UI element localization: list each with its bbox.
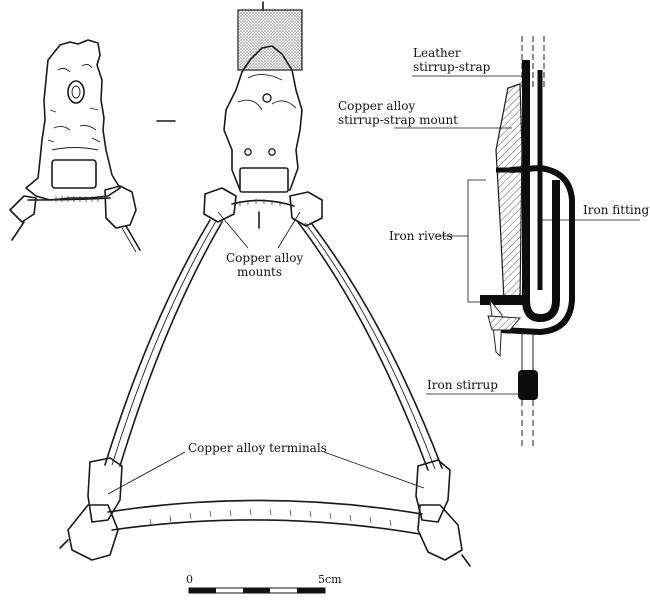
right-copper-mount bbox=[289, 191, 323, 227]
leader-lines bbox=[107, 75, 640, 495]
label-copper-mounts-2: mounts bbox=[237, 265, 282, 279]
labels: Leather stirrup-strap Copper alloy stirr… bbox=[188, 46, 649, 455]
label-copper-mounts-1: Copper alloy bbox=[226, 251, 303, 265]
label-leather-2: stirrup-strap bbox=[413, 60, 491, 74]
strap-mount bbox=[223, 45, 303, 191]
label-iron-rivets: Iron rivets bbox=[389, 229, 453, 243]
label-leather-1: Leather bbox=[413, 46, 461, 60]
label-terminals: Copper alloy terminals bbox=[188, 441, 327, 455]
cross-section bbox=[480, 36, 575, 446]
main-stirrup bbox=[59, 1, 471, 567]
label-strap-mount-1: Copper alloy bbox=[338, 99, 415, 113]
left-terminal bbox=[87, 457, 123, 523]
iron-stirrup-section bbox=[518, 370, 538, 400]
label-strap-mount-2: stirrup-strap mount bbox=[338, 113, 458, 127]
mount-detail-view bbox=[9, 39, 141, 253]
label-iron-fitting: Iron fitting bbox=[583, 203, 649, 217]
right-terminal bbox=[415, 459, 451, 523]
label-iron-stirrup: Iron stirrup bbox=[427, 378, 498, 392]
leather-strap bbox=[237, 9, 303, 71]
scale-bar: 0 5cm bbox=[186, 573, 342, 594]
scale-start-label: 0 bbox=[186, 573, 193, 586]
left-copper-mount bbox=[203, 187, 237, 223]
scale-end-label: 5cm bbox=[318, 573, 342, 586]
